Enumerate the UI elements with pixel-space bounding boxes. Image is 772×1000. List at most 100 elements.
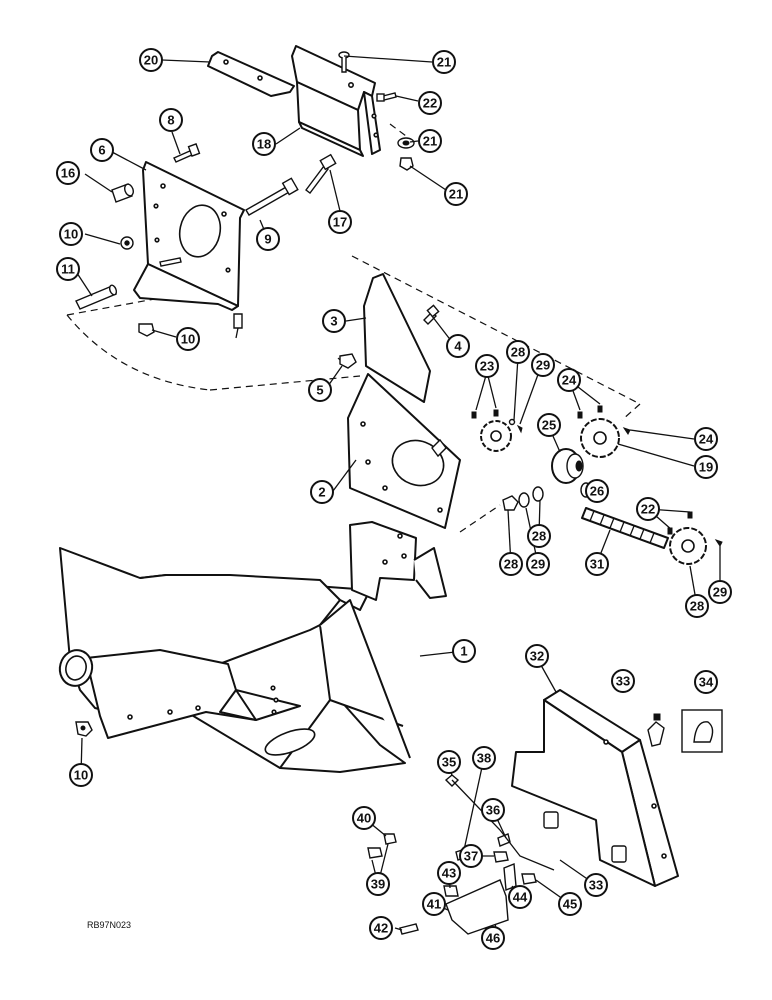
svg-text:29: 29 [531,557,545,572]
decal-part-34 [681,709,723,753]
svg-text:35: 35 [442,755,456,770]
callout-32: 32 [525,644,549,668]
svg-text:10: 10 [74,768,88,783]
callout-15: 20 [139,48,163,72]
svg-text:31: 31 [590,557,604,572]
svg-text:39: 39 [371,877,385,892]
callout-33-b: 33 [584,873,608,897]
pin-part-11 [75,284,118,310]
svg-text:28: 28 [511,345,525,360]
nut-part-10-upper [120,236,134,250]
svg-text:20: 20 [144,53,158,68]
callout-20: 19 [694,455,718,479]
callout-44: 44 [508,885,532,909]
callout-6: 6 [90,138,114,162]
callout-21-b: 24 [557,368,581,392]
svg-text:41: 41 [427,897,441,912]
svg-text:16: 16 [61,166,75,181]
callout-11: 11 [56,257,80,281]
svg-text:34: 34 [699,675,714,690]
svg-text:28: 28 [504,557,518,572]
sprocket-part-28-upper [480,420,512,452]
svg-text:38: 38 [477,751,491,766]
callout-18: 21 [444,182,468,206]
screw-part-45 [521,873,537,885]
svg-text:42: 42 [374,921,388,936]
drive-housing-part-1 [58,521,447,773]
washer-part-24-lower [532,486,544,502]
callout-37: 37 [459,844,483,868]
bolt-part-42 [399,923,419,935]
latch-hardware-group [367,774,555,935]
svg-text:1: 1 [460,644,467,659]
callout-31: 31 [585,552,609,576]
callout-21-c: 22 [636,497,660,521]
callout-8: 8 [159,108,183,132]
callout-26: 29 [526,552,550,576]
nut-part-18 [399,157,414,171]
callout-9: 9 [256,227,280,251]
svg-text:17: 17 [333,215,347,230]
washer-alignment-line [389,123,407,137]
callout-2: 2 [310,480,334,504]
callout-13: 17 [328,210,352,234]
svg-text:11: 11 [61,262,75,277]
svg-text:24: 24 [562,373,577,388]
nut-part-5 [339,353,357,369]
callout-10-a: 10 [59,222,83,246]
washer-part-25 [518,492,530,508]
svg-text:28: 28 [532,529,546,544]
callout-39: 39 [366,872,390,896]
callout-46: 46 [481,926,505,950]
callout-10-c: 10 [69,763,93,787]
callout-21-a: 23 [475,354,499,378]
bolt-part-13 [305,153,337,194]
roller-chain-part-31 [581,507,669,549]
pin-part-37 [493,851,509,863]
callout-23: 25 [537,413,561,437]
washer-part-17 [397,137,415,149]
callout-4: 4 [446,334,470,358]
svg-text:33: 33 [589,878,603,893]
strap-part-15 [207,51,295,97]
sprocket-part-20 [580,418,620,458]
callout-35: 35 [437,750,461,774]
svg-text:29: 29 [536,358,550,373]
drawing-reference-code: RB97N023 [87,920,131,930]
callout-33-a: 33 [611,669,635,693]
callout-5: 5 [308,378,332,402]
nut-part-10-lower [138,323,155,337]
svg-text:40: 40 [357,811,371,826]
nut-part-43 [443,885,459,897]
callout-16: 21 [432,50,456,74]
svg-text:3: 3 [330,314,337,329]
screw-part-19 [376,92,397,102]
plate-part-2 [347,373,461,529]
svg-text:44: 44 [513,890,528,905]
nut-part-39 [367,847,383,859]
bolt-part-16 [338,51,350,73]
callout-38: 38 [472,746,496,770]
idler-sprocket-part-23 [551,448,584,484]
svg-text:6: 6 [98,143,105,158]
svg-text:37: 37 [464,849,478,864]
svg-text:29: 29 [713,585,727,600]
callout-29-b: 29 [708,580,732,604]
svg-text:26: 26 [590,484,604,499]
svg-text:21: 21 [423,134,437,149]
svg-text:22: 22 [423,96,437,111]
callout-29-a: 29 [531,353,555,377]
callout-labels: 20 21 22 18 21 21 8 6 16 17 9 10 11 10 3… [56,48,732,950]
bracket-part-41 [445,879,509,935]
callout-12: 16 [56,161,80,185]
nut-part-10-housing [75,721,93,737]
svg-text:21: 21 [437,55,451,70]
bolt-part-8 [173,143,201,163]
callout-28-a: 28 [506,340,530,364]
spacer-part-12 [111,183,134,203]
svg-text:19: 19 [699,460,713,475]
callout-17: 21 [418,129,442,153]
callout-19: 22 [418,91,442,115]
nut-part-40 [383,833,397,845]
